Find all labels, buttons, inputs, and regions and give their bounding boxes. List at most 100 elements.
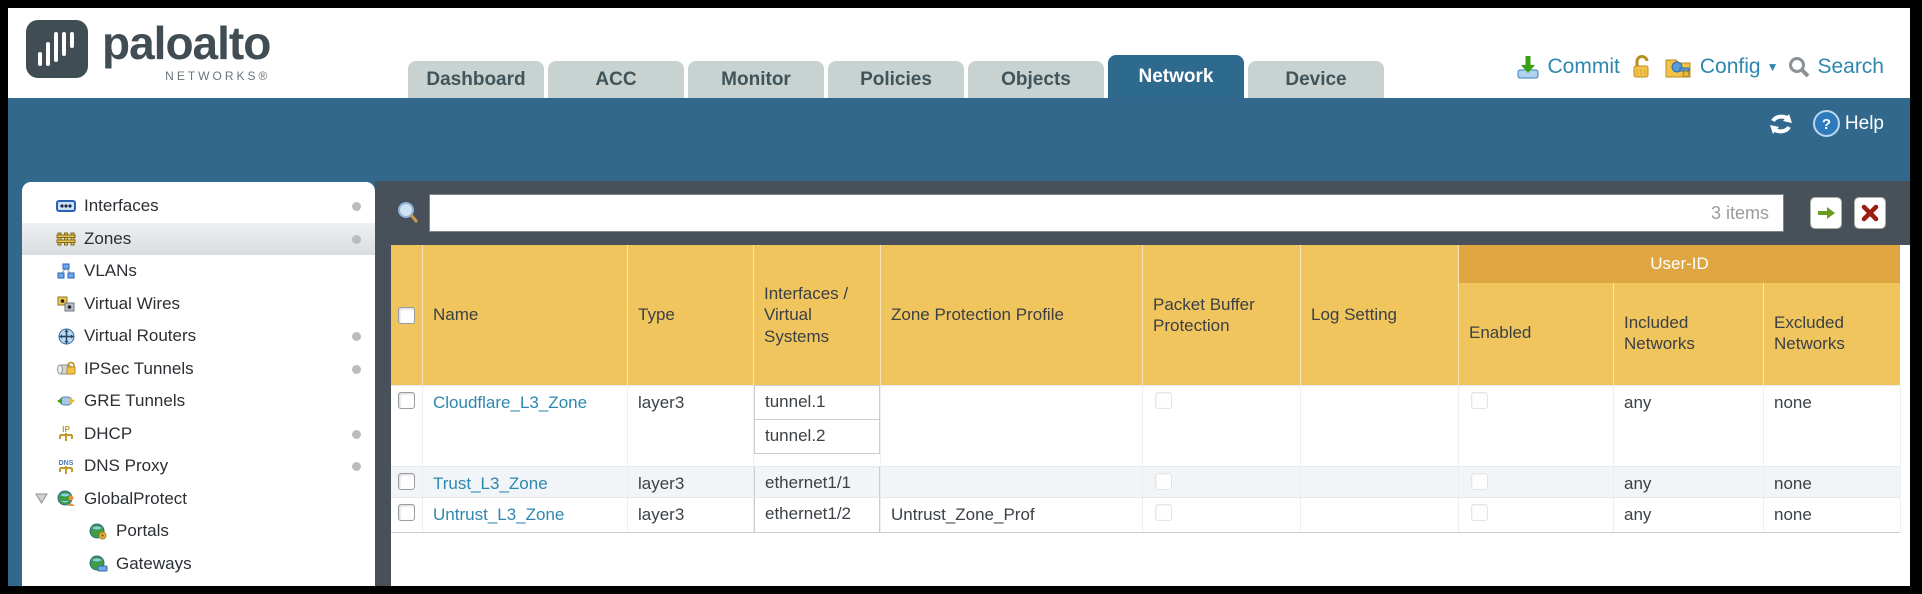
lock-icon xyxy=(1629,54,1655,80)
sidebar-item-label: IPSec Tunnels xyxy=(84,358,194,378)
refresh-button[interactable] xyxy=(1767,111,1795,137)
search-icon xyxy=(1787,55,1811,79)
dns-proxy-icon: DNS xyxy=(55,457,77,475)
virtual-routers-icon xyxy=(55,327,77,345)
sidebar-item-portals[interactable]: Portals xyxy=(22,515,375,548)
close-icon xyxy=(1861,204,1879,222)
zone-name-link[interactable]: Untrust_L3_Zone xyxy=(433,505,565,524)
excluded-networks: none xyxy=(1764,467,1901,497)
zone-type: layer3 xyxy=(628,467,754,497)
sidebar-item-zones[interactable]: Zones xyxy=(22,222,375,255)
row-checkbox[interactable] xyxy=(398,392,415,409)
tab-network[interactable]: Network xyxy=(1108,55,1244,98)
status-dot xyxy=(352,462,361,471)
column-header-interfaces-virtual-systems[interactable]: Interfaces / Virtual Systems xyxy=(754,245,881,385)
sidebar-item-label: Zones xyxy=(84,228,132,248)
search-button[interactable]: Search xyxy=(1787,55,1884,79)
vlans-icon xyxy=(55,262,77,280)
content-divider xyxy=(375,181,391,586)
log-setting xyxy=(1301,386,1459,466)
paloalto-logo-icon xyxy=(26,20,88,78)
user-id-enabled-checkbox[interactable] xyxy=(1471,473,1488,490)
filter-search-box: 3 items xyxy=(429,194,1784,232)
user-id-enabled-checkbox[interactable] xyxy=(1471,392,1488,409)
config-dropdown[interactable]: Config ▼ xyxy=(1664,54,1778,80)
status-dot xyxy=(352,429,361,439)
sidebar-item-label: Portals xyxy=(116,521,169,541)
sidebar-item-label: Virtual Routers xyxy=(84,326,197,346)
column-header-type[interactable]: Type xyxy=(628,245,754,385)
banner-actions: ? Help xyxy=(1767,110,1884,137)
sidebar-item-label: Interfaces xyxy=(84,196,159,216)
portals-icon xyxy=(87,522,109,540)
user-id-group-header: User-ID xyxy=(1459,245,1900,283)
row-checkbox[interactable] xyxy=(398,504,415,521)
sidebar-item-globalprotect[interactable]: GlobalProtect xyxy=(22,483,375,516)
zone-name-link[interactable]: Trust_L3_Zone xyxy=(433,474,548,493)
column-header-name[interactable]: Name xyxy=(423,245,628,385)
packet-buffer-checkbox[interactable] xyxy=(1155,392,1172,409)
config-icon xyxy=(1664,54,1694,80)
help-icon: ? xyxy=(1812,110,1840,137)
sidebar-item-label: DNS Proxy xyxy=(84,456,169,476)
sidebar-item-virtual-wires[interactable]: Virtual Wires xyxy=(22,288,375,321)
sidebar-item-interfaces[interactable]: Interfaces xyxy=(22,190,375,223)
tab-objects[interactable]: Objects xyxy=(968,61,1104,98)
row-checkbox[interactable] xyxy=(398,473,415,490)
commit-button[interactable]: Commit xyxy=(1514,54,1620,80)
apply-filter-button[interactable] xyxy=(1810,197,1842,229)
sidebar-item-ipsec-tunnels[interactable]: IPSec Tunnels xyxy=(22,353,375,386)
sidebar-item-label: Gateways xyxy=(116,553,192,573)
excluded-networks: none xyxy=(1764,498,1901,532)
zone-name-link[interactable]: Cloudflare_L3_Zone xyxy=(433,393,588,412)
column-header-excluded-networks[interactable]: Excluded Networks xyxy=(1764,245,1901,385)
interface-item: ethernet1/2 xyxy=(754,498,880,532)
column-header-enabled[interactable]: Enabled xyxy=(1459,245,1614,385)
lock-button[interactable] xyxy=(1629,54,1655,80)
expand-triangle-icon[interactable] xyxy=(35,493,48,504)
packet-buffer-checkbox[interactable] xyxy=(1155,473,1172,490)
interface-item: tunnel.1 xyxy=(754,385,880,420)
interface-item: ethernet1/1 xyxy=(754,467,880,497)
help-button[interactable]: ? Help xyxy=(1812,110,1884,137)
sidebar-item-label: Virtual Wires xyxy=(84,293,181,313)
column-header-log-setting[interactable]: Log Setting xyxy=(1301,245,1459,385)
sidebar-item-vlans[interactable]: VLANs xyxy=(22,255,375,288)
virtual-wires-icon xyxy=(55,295,77,313)
interfaces-icon xyxy=(55,197,77,215)
included-networks: any xyxy=(1614,498,1764,532)
column-header-zone-protection-profile[interactable]: Zone Protection Profile xyxy=(881,245,1143,385)
select-all-checkbox[interactable] xyxy=(398,306,415,324)
tab-device[interactable]: Device xyxy=(1248,61,1384,98)
sidebar-item-dns-proxy[interactable]: DNS DNS Proxy xyxy=(22,450,375,483)
tab-dashboard[interactable]: Dashboard xyxy=(408,61,544,98)
sidebar-item-gateways[interactable]: Gateways xyxy=(22,548,375,581)
sidebar-item-label: VLANs xyxy=(84,261,137,281)
packet-buffer-checkbox[interactable] xyxy=(1155,504,1172,521)
zone-type: layer3 xyxy=(628,386,754,466)
svg-text:DNS: DNS xyxy=(59,460,74,467)
user-id-enabled-checkbox[interactable] xyxy=(1471,504,1488,521)
status-dot xyxy=(352,364,361,374)
sidebar-item-virtual-routers[interactable]: Virtual Routers xyxy=(22,320,375,353)
svg-text:?: ? xyxy=(1822,116,1831,133)
commit-icon xyxy=(1514,54,1542,80)
sidebar-item-gre-tunnels[interactable]: GRE Tunnels xyxy=(22,385,375,418)
column-header-included-networks[interactable]: Included Networks xyxy=(1614,245,1764,385)
zone-interfaces: ethernet1/1 xyxy=(754,467,881,497)
dhcp-icon: IP xyxy=(55,425,77,443)
column-header-packet-buffer-protection[interactable]: Packet Buffer Protection xyxy=(1143,245,1301,385)
filter-input[interactable] xyxy=(444,202,1711,224)
tab-acc[interactable]: ACC xyxy=(548,61,684,98)
tab-policies[interactable]: Policies xyxy=(828,61,964,98)
clear-filter-button[interactable] xyxy=(1854,197,1886,229)
tab-monitor[interactable]: Monitor xyxy=(688,61,824,98)
